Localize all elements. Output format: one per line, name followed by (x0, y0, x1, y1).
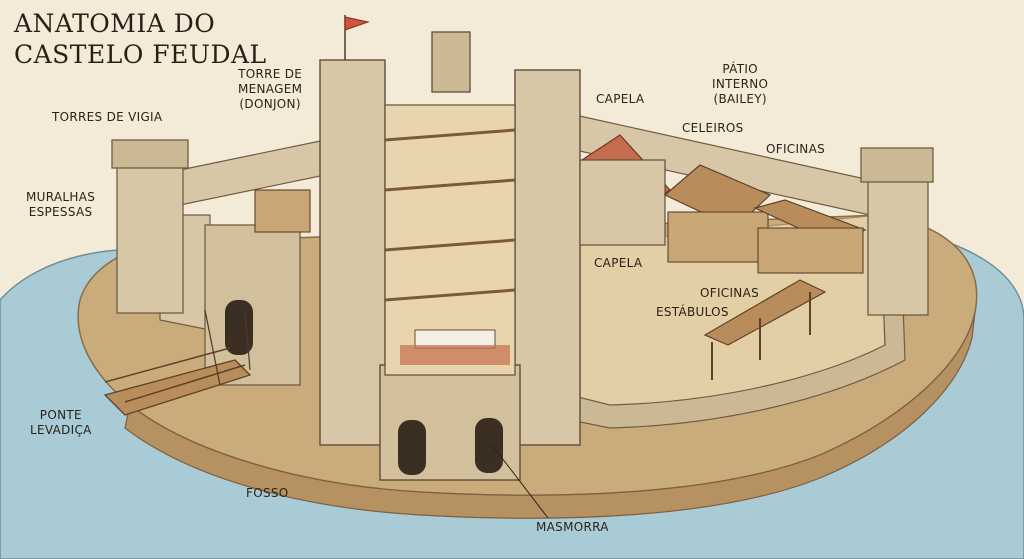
stables-posts (711, 292, 811, 380)
label-fosso: FOSSO (246, 486, 289, 500)
keep-floors (384, 128, 516, 302)
masmorra-leader-line (491, 444, 549, 519)
gate-opening (225, 300, 253, 355)
left-tower-crenel (111, 139, 189, 169)
portcullis-left (398, 420, 426, 475)
label-celeiros: CELEIROS (682, 121, 744, 135)
workshop-building (757, 227, 864, 274)
stables-roof (703, 279, 827, 346)
great-hall-rug (400, 345, 510, 365)
drawbridge-railing (104, 347, 246, 403)
right-tower-crenel (860, 147, 934, 183)
title-line-2: CASTELO FEUDAL (14, 40, 267, 69)
label-ponte-line-2: LEVADIÇA (30, 423, 92, 437)
drawbridge (103, 359, 252, 416)
diagram-title: ANATOMIA DO CASTELO FEUDAL (14, 8, 267, 70)
label-oficinas-top: OFICINAS (766, 142, 826, 156)
right-watch-tower (867, 179, 929, 316)
gatehouse (204, 224, 301, 386)
island-cliff (124, 311, 976, 519)
portcullis-right (475, 418, 503, 473)
flag (344, 16, 370, 31)
keep-back-turret (431, 31, 471, 93)
keep-right-tower (514, 69, 581, 446)
wall-walk-hut (254, 189, 311, 233)
label-patio-interno: PÁTIO INTERNO (BAILEY) (712, 62, 768, 107)
label-torres-de-vigia: TORRES DE VIGIA (52, 110, 163, 124)
granary-building (667, 211, 769, 263)
label-torre-de-menagem-line-1: TORRE DE (238, 67, 303, 81)
label-capela-top: CAPELA (596, 92, 645, 106)
label-estabulos: ESTÁBULOS (656, 305, 729, 319)
label-patio-line-2: INTERNO (712, 77, 769, 91)
label-ponte-line-1: PONTE (39, 408, 82, 422)
title-line-1: ANATOMIA DO (14, 9, 216, 38)
label-muralhas-line-2: ESPESSAS (28, 205, 93, 219)
label-torre-de-menagem-line-2: MENAGEM (238, 82, 303, 96)
label-torre-de-menagem-line-3: (DONJON) (239, 97, 301, 111)
label-masmorra: MASMORRA (536, 520, 609, 534)
right-side-wall (569, 214, 906, 429)
label-capela-inner: CAPELA (594, 256, 643, 270)
label-patio-line-3: (BAILEY) (713, 92, 767, 106)
chapel-building (579, 159, 666, 246)
label-muralhas-espessas: MURALHAS ESPESSAS (26, 190, 95, 220)
label-muralhas-line-1: MURALHAS (26, 190, 96, 204)
label-torre-de-menagem: TORRE DE MENAGEM (DONJON) (238, 67, 302, 112)
drawbridge-chains (204, 309, 251, 386)
label-patio-line-1: PÁTIO (722, 62, 758, 76)
label-oficinas-inner: OFICINAS (700, 286, 760, 300)
keep-left-tower (319, 59, 386, 446)
left-watch-tower (116, 164, 184, 314)
label-ponte-levadica: PONTE LEVADIÇA (30, 408, 92, 438)
